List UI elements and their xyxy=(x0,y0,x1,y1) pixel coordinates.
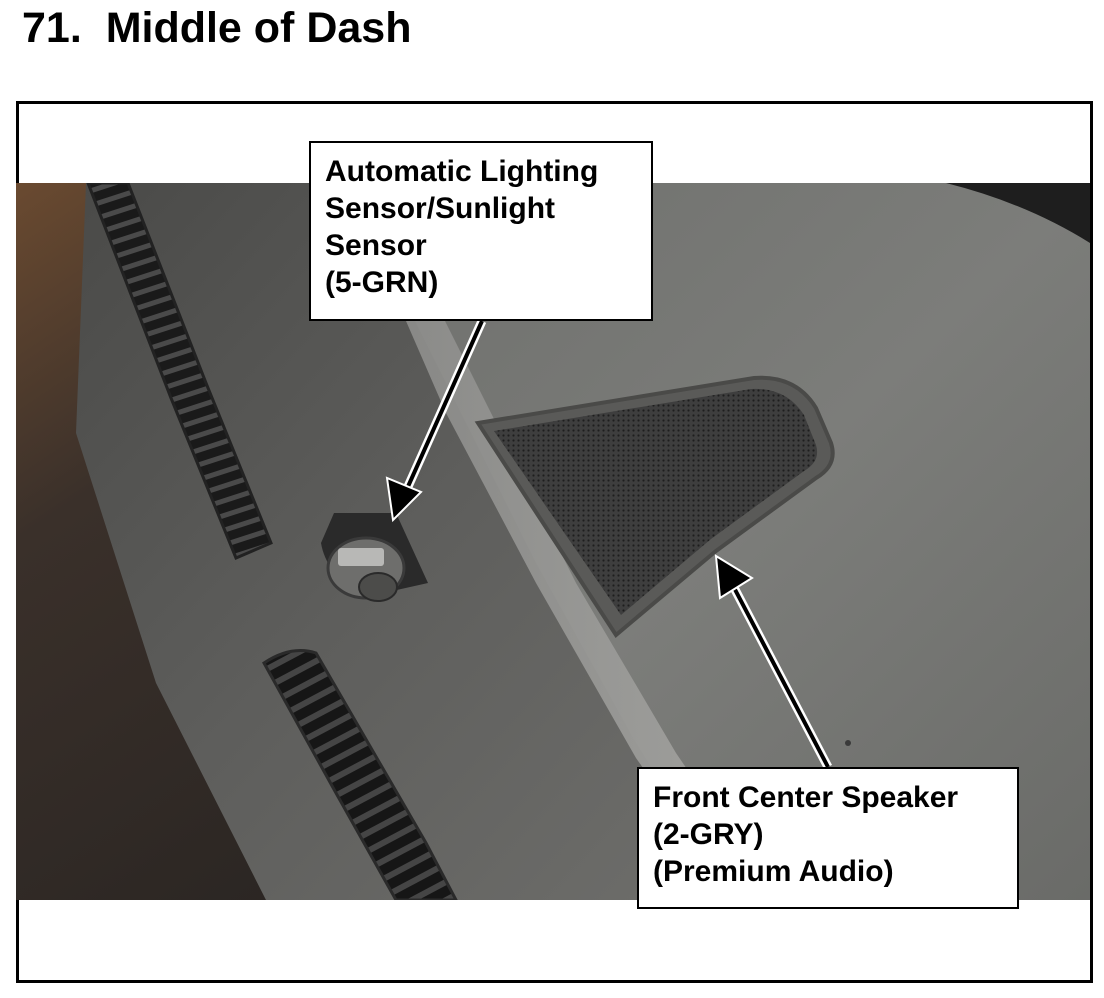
callout-speaker-line-1: Front Center Speaker xyxy=(653,781,959,814)
callout-light-sensor: Automatic Lighting Sensor/Sunlight Senso… xyxy=(309,141,653,321)
page-title: 71. Middle of Dash xyxy=(22,2,411,54)
defroster-vent-lower xyxy=(262,649,458,900)
callout-light-sensor-line-4: (5-GRN) xyxy=(325,266,439,299)
sensor-window xyxy=(338,548,384,566)
callout-light-sensor-line-2: Sensor/Sunlight xyxy=(325,192,556,225)
callout-front-center-speaker: Front Center Speaker (2-GRY) (Premium Au… xyxy=(637,767,1019,909)
page-title-text: Middle of Dash xyxy=(105,4,412,52)
callout-light-sensor-line-1: Automatic Lighting xyxy=(325,155,599,188)
callout-light-sensor-line-3: Sensor xyxy=(325,229,427,262)
callout-speaker-line-2: (2-GRY) xyxy=(653,818,764,851)
defroster-vent-upper xyxy=(86,183,273,560)
page-title-number: 71. xyxy=(22,4,82,52)
sensor-dome xyxy=(358,572,398,602)
callout-speaker-line-3: (Premium Audio) xyxy=(653,855,894,888)
speaker-mesh xyxy=(494,388,818,615)
